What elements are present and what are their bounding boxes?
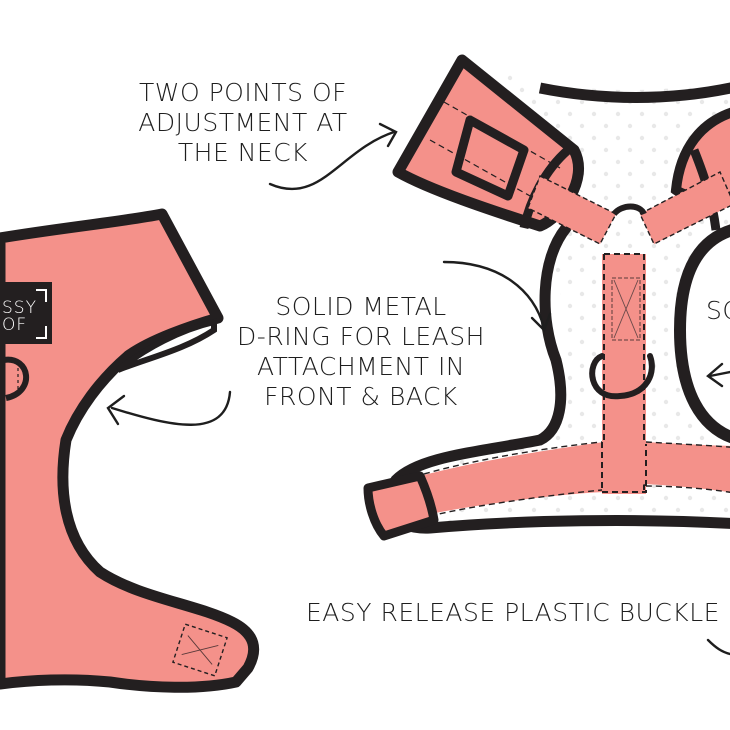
- callout-line: ATTACHMENT IN: [256, 352, 466, 381]
- arrow-dring-right-head: [530, 312, 552, 333]
- callout-line: SOLID METAL: [275, 292, 447, 321]
- arrow-dring-right: [442, 260, 546, 330]
- callout-dring: SOLID METAL D-RING FOR LEASH ATTACHMENT …: [226, 292, 496, 412]
- neck-slider-left: [451, 115, 529, 201]
- callout-buckle: EASY RELEASE PLASTIC BUCKLE: [306, 598, 720, 628]
- arrow-right-partial-head: [706, 362, 724, 388]
- logo-corner-top: [36, 289, 47, 302]
- front-strap-stitch: [172, 623, 228, 677]
- belly-strap-tab: [363, 471, 439, 541]
- callout-right-partial: SO: [706, 296, 730, 326]
- yoke-strap-right: [639, 171, 730, 245]
- arrow-right-partial: [708, 370, 730, 378]
- front-harness-armhole: [116, 318, 217, 373]
- callout-line: TWO POINTS OF: [138, 78, 348, 107]
- arrow-dring-left: [110, 390, 232, 426]
- back-dring: [589, 353, 655, 400]
- back-harness-left-outline: [382, 222, 730, 534]
- arrow-buckle: [706, 638, 730, 656]
- callout-line: FRONT & BACK: [264, 382, 458, 411]
- callout-line: SO: [706, 296, 730, 325]
- spine-x-stitch: [613, 279, 639, 339]
- arrow-neck-head: [378, 122, 398, 148]
- yoke-strap-left: [527, 175, 617, 245]
- callout-line: ADJUSTMENT AT: [138, 108, 348, 137]
- callout-line: THE NECK: [177, 138, 309, 167]
- spine-box-stitch: [611, 277, 641, 341]
- back-harness: [363, 54, 730, 541]
- back-harness-neck-edge: [538, 82, 730, 103]
- callout-line: D-RING FOR LEASH: [237, 322, 485, 351]
- front-harness: [0, 208, 260, 693]
- logo-corner-bottom: [36, 326, 47, 339]
- o-ring: [611, 203, 647, 217]
- arrows: [106, 122, 730, 656]
- back-harness-right-armhole: [673, 224, 730, 444]
- neck-stitch-left: [429, 101, 561, 207]
- front-dring: [3, 356, 29, 401]
- arrow-neck: [268, 130, 396, 191]
- logo-text-line1: SSY: [2, 298, 37, 318]
- belly-strap-stitch: [423, 441, 730, 517]
- logo-text-line2: OF: [2, 315, 28, 335]
- logo-patch: [0, 282, 52, 344]
- callout-line: EASY RELEASE PLASTIC BUCKLE: [306, 598, 720, 627]
- arrow-dring-left-head: [106, 394, 126, 426]
- callout-neck-adjustment: TWO POINTS OF ADJUSTMENT AT THE NECK: [128, 78, 358, 168]
- belly-spine-join-stitch: [601, 442, 647, 493]
- belly-strap: [420, 442, 730, 514]
